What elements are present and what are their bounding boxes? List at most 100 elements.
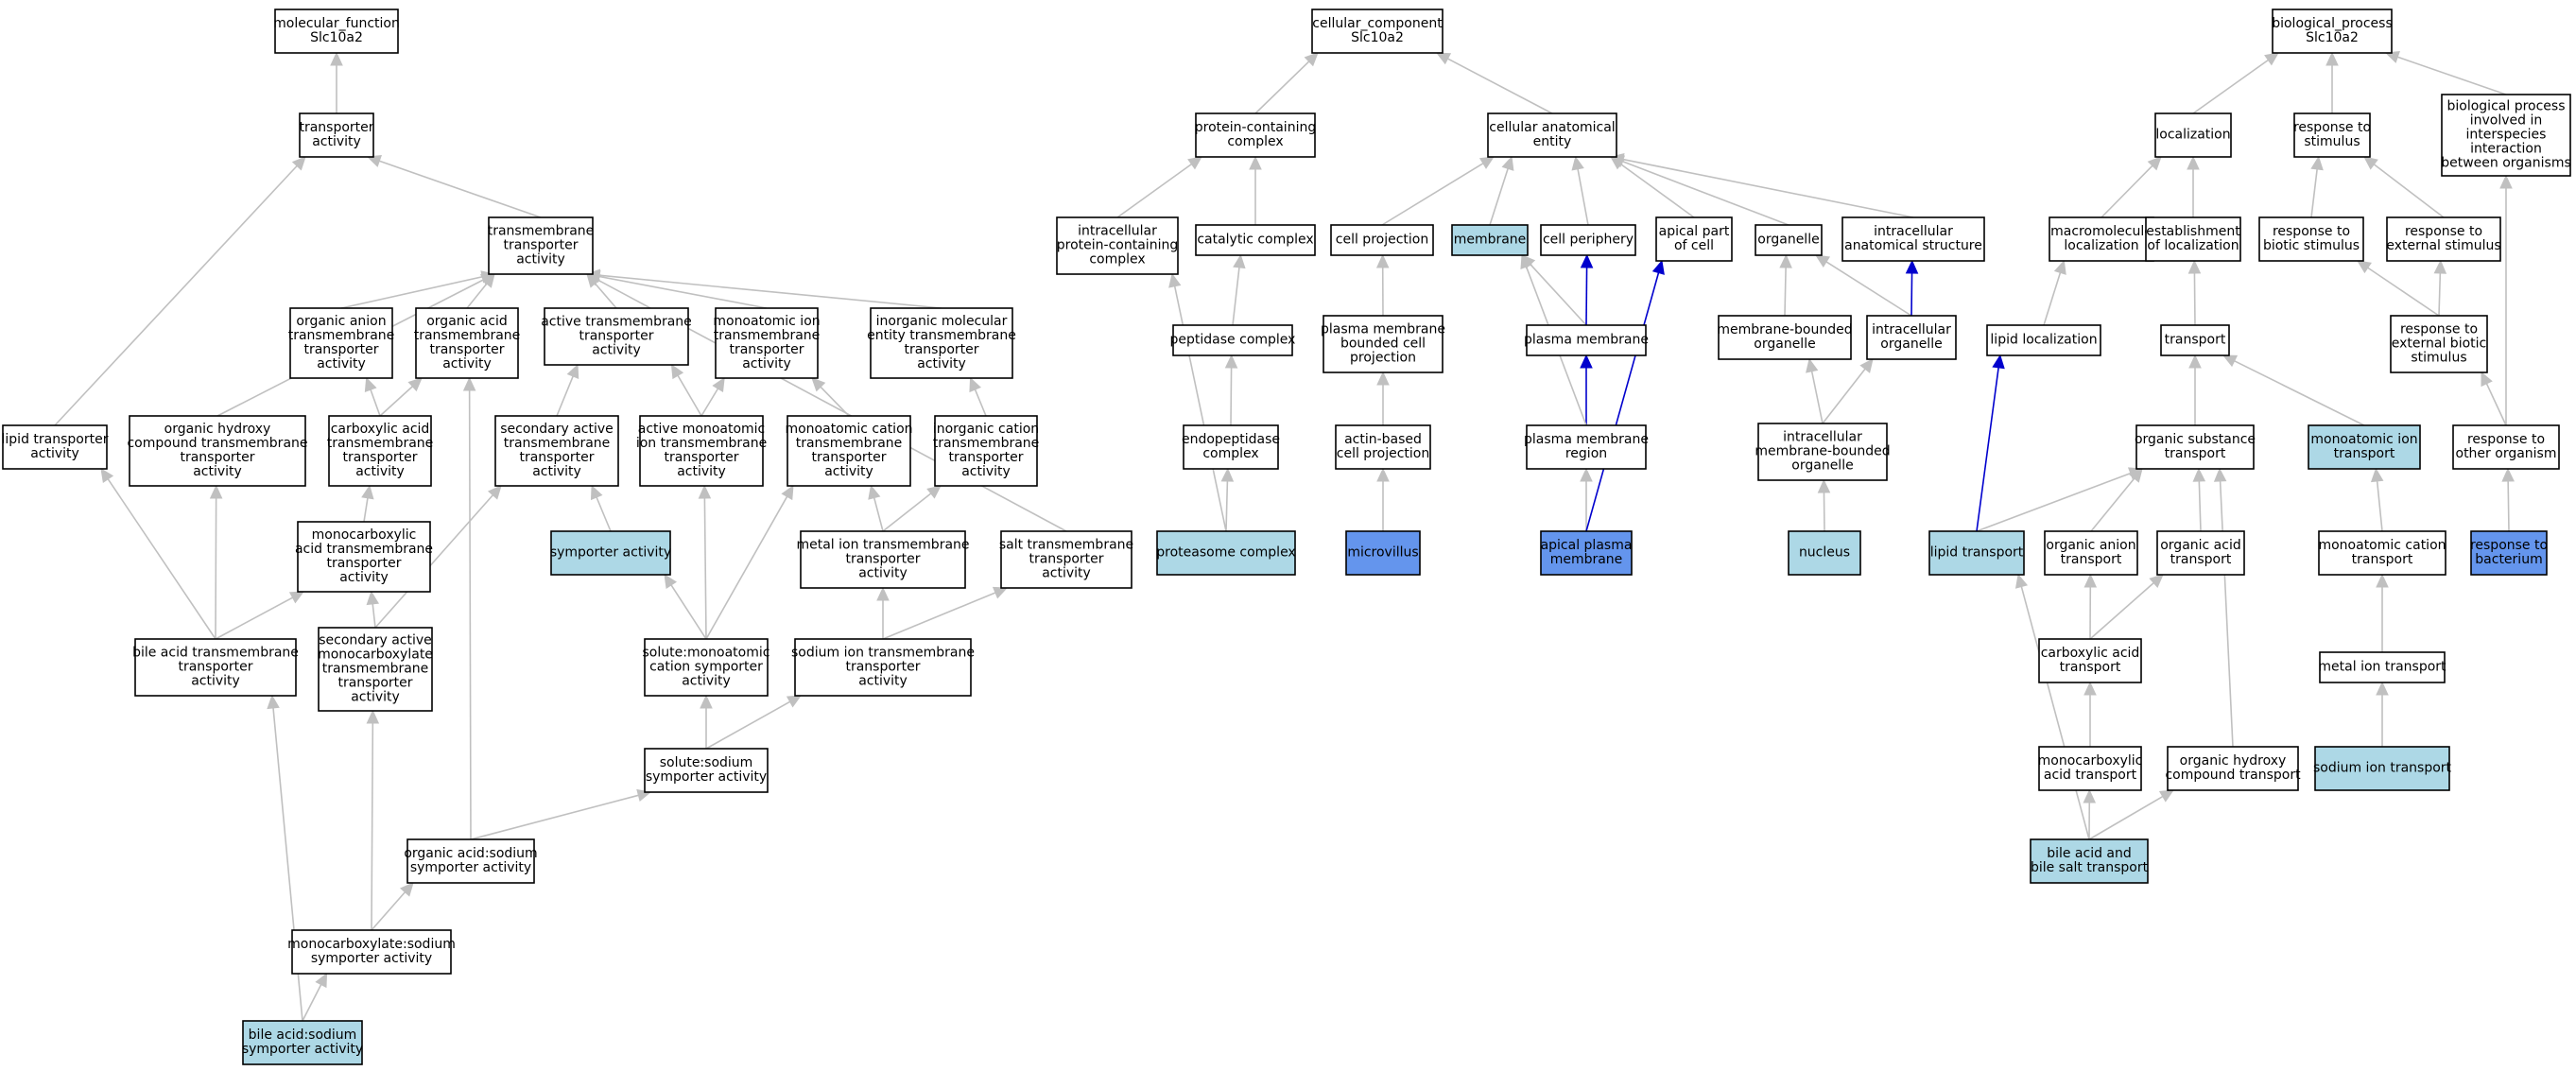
go-term-node: organic aniontransmembranetransporteract… [288, 307, 394, 379]
node-label-line: transporter [1029, 552, 1103, 567]
edge-blue [1976, 354, 2005, 532]
node-label-line: monocarboxylate:sodium [287, 937, 456, 952]
node-label-line: macromolecule [2050, 224, 2152, 239]
node-box [2135, 424, 2255, 470]
node-label-line: bile acid and [2047, 846, 2132, 861]
go-term-node: lipid transport [1928, 530, 2025, 576]
edge-arrowhead [1992, 354, 2005, 370]
edge-gray [1580, 467, 1593, 531]
node-label-line: activity [30, 446, 79, 461]
edge-arrowhead [2188, 354, 2202, 369]
edge-arrowhead [2325, 51, 2339, 66]
edge-arrowhead [2192, 467, 2206, 482]
node-label-line: activity [1042, 566, 1091, 581]
node-box [1311, 9, 1444, 54]
edge-line [2234, 360, 2365, 426]
node-label-line: transport [2165, 446, 2226, 461]
node-box [2160, 324, 2230, 356]
node-label-line: activity [532, 464, 581, 479]
go-term-node: membrane [1451, 224, 1529, 256]
node-box [2308, 424, 2421, 470]
node-label-line: activity [858, 566, 908, 581]
edge-gray [2043, 259, 2066, 326]
node-label-line: response to [2273, 224, 2350, 239]
node-label-line: secondary active [319, 633, 432, 648]
node-box [639, 415, 764, 487]
node-box [1195, 112, 1316, 158]
node-box [787, 415, 911, 487]
edge-arrowhead [1580, 253, 1594, 268]
edge-gray [1489, 155, 1514, 226]
edge-line [1116, 163, 1192, 218]
node-label-line: transport [2165, 333, 2226, 348]
node-box [2390, 315, 2488, 373]
edge-gray [1168, 272, 1227, 532]
edge-gray [1224, 354, 1238, 426]
edge-arrowhead [664, 573, 678, 590]
node-label-line: monocarboxylic [2038, 753, 2143, 769]
edge-gray [2089, 574, 2164, 640]
edge-arrowhead [811, 377, 826, 392]
edge-arrowhead [2481, 371, 2493, 388]
node-label-line: symporter activity [410, 860, 531, 875]
node-label-line: transmembrane [414, 328, 521, 343]
edge-line [2367, 267, 2440, 317]
node-box [2044, 530, 2138, 576]
node-box [242, 1020, 363, 1065]
edge-arrowhead [1304, 52, 1319, 67]
node-box [129, 415, 306, 487]
node-label-line: protein-containing [1195, 120, 1316, 135]
node-box [2470, 530, 2548, 576]
node-label-line: transporter [326, 556, 401, 571]
node-box [1000, 530, 1132, 589]
edge-arrowhead [1806, 357, 1819, 373]
edge-arrowhead [2213, 467, 2227, 482]
node-label-line: bile acid:sodium [249, 1028, 357, 1043]
edge-line [974, 389, 987, 417]
edge-line [468, 389, 472, 840]
edge-blue [1905, 259, 1919, 317]
node-label-line: interspecies [2466, 128, 2547, 143]
node-box [1526, 424, 1647, 470]
edge-arrowhead [1220, 467, 1235, 482]
node-label-line: activity [917, 356, 966, 371]
edge-arrowhead [399, 882, 414, 897]
node-label-line: protein-containing [1057, 238, 1178, 253]
node-label-line: transmembrane [322, 662, 429, 677]
node-box [544, 307, 689, 366]
edge-gray [700, 376, 725, 417]
edge-line [1976, 367, 1999, 532]
edge-line [372, 603, 376, 629]
edge-layer [54, 51, 2515, 1022]
edge-gray [2384, 51, 2507, 95]
node-box [1345, 530, 1421, 576]
edge-gray [1220, 467, 1235, 532]
node-label-line: localization [2155, 128, 2230, 143]
node-label-line: establishment [2146, 224, 2240, 239]
node-label-line: solute:monoatomic [643, 646, 770, 661]
edge-line [1822, 368, 1866, 424]
node-box [1526, 324, 1647, 356]
node-box [2145, 216, 2241, 262]
edge-line [1810, 371, 1824, 424]
node-box [2318, 530, 2446, 576]
edge-line [2485, 383, 2507, 426]
edge-gray [2310, 155, 2324, 218]
edge-line [379, 386, 413, 417]
node-label-line: active monoatomic [638, 422, 766, 437]
edge-gray [462, 376, 476, 840]
edge-arrowhead [992, 586, 1009, 599]
node-label-line: of cell [1674, 238, 1714, 253]
go-term-node: sodium ion transport [2313, 746, 2452, 791]
edge-arrowhead [1435, 52, 1452, 65]
node-label-line: monoatomic ion [713, 314, 820, 329]
node-box [1757, 423, 1888, 481]
edge-gray [2325, 51, 2339, 113]
edge-line [2373, 164, 2445, 218]
